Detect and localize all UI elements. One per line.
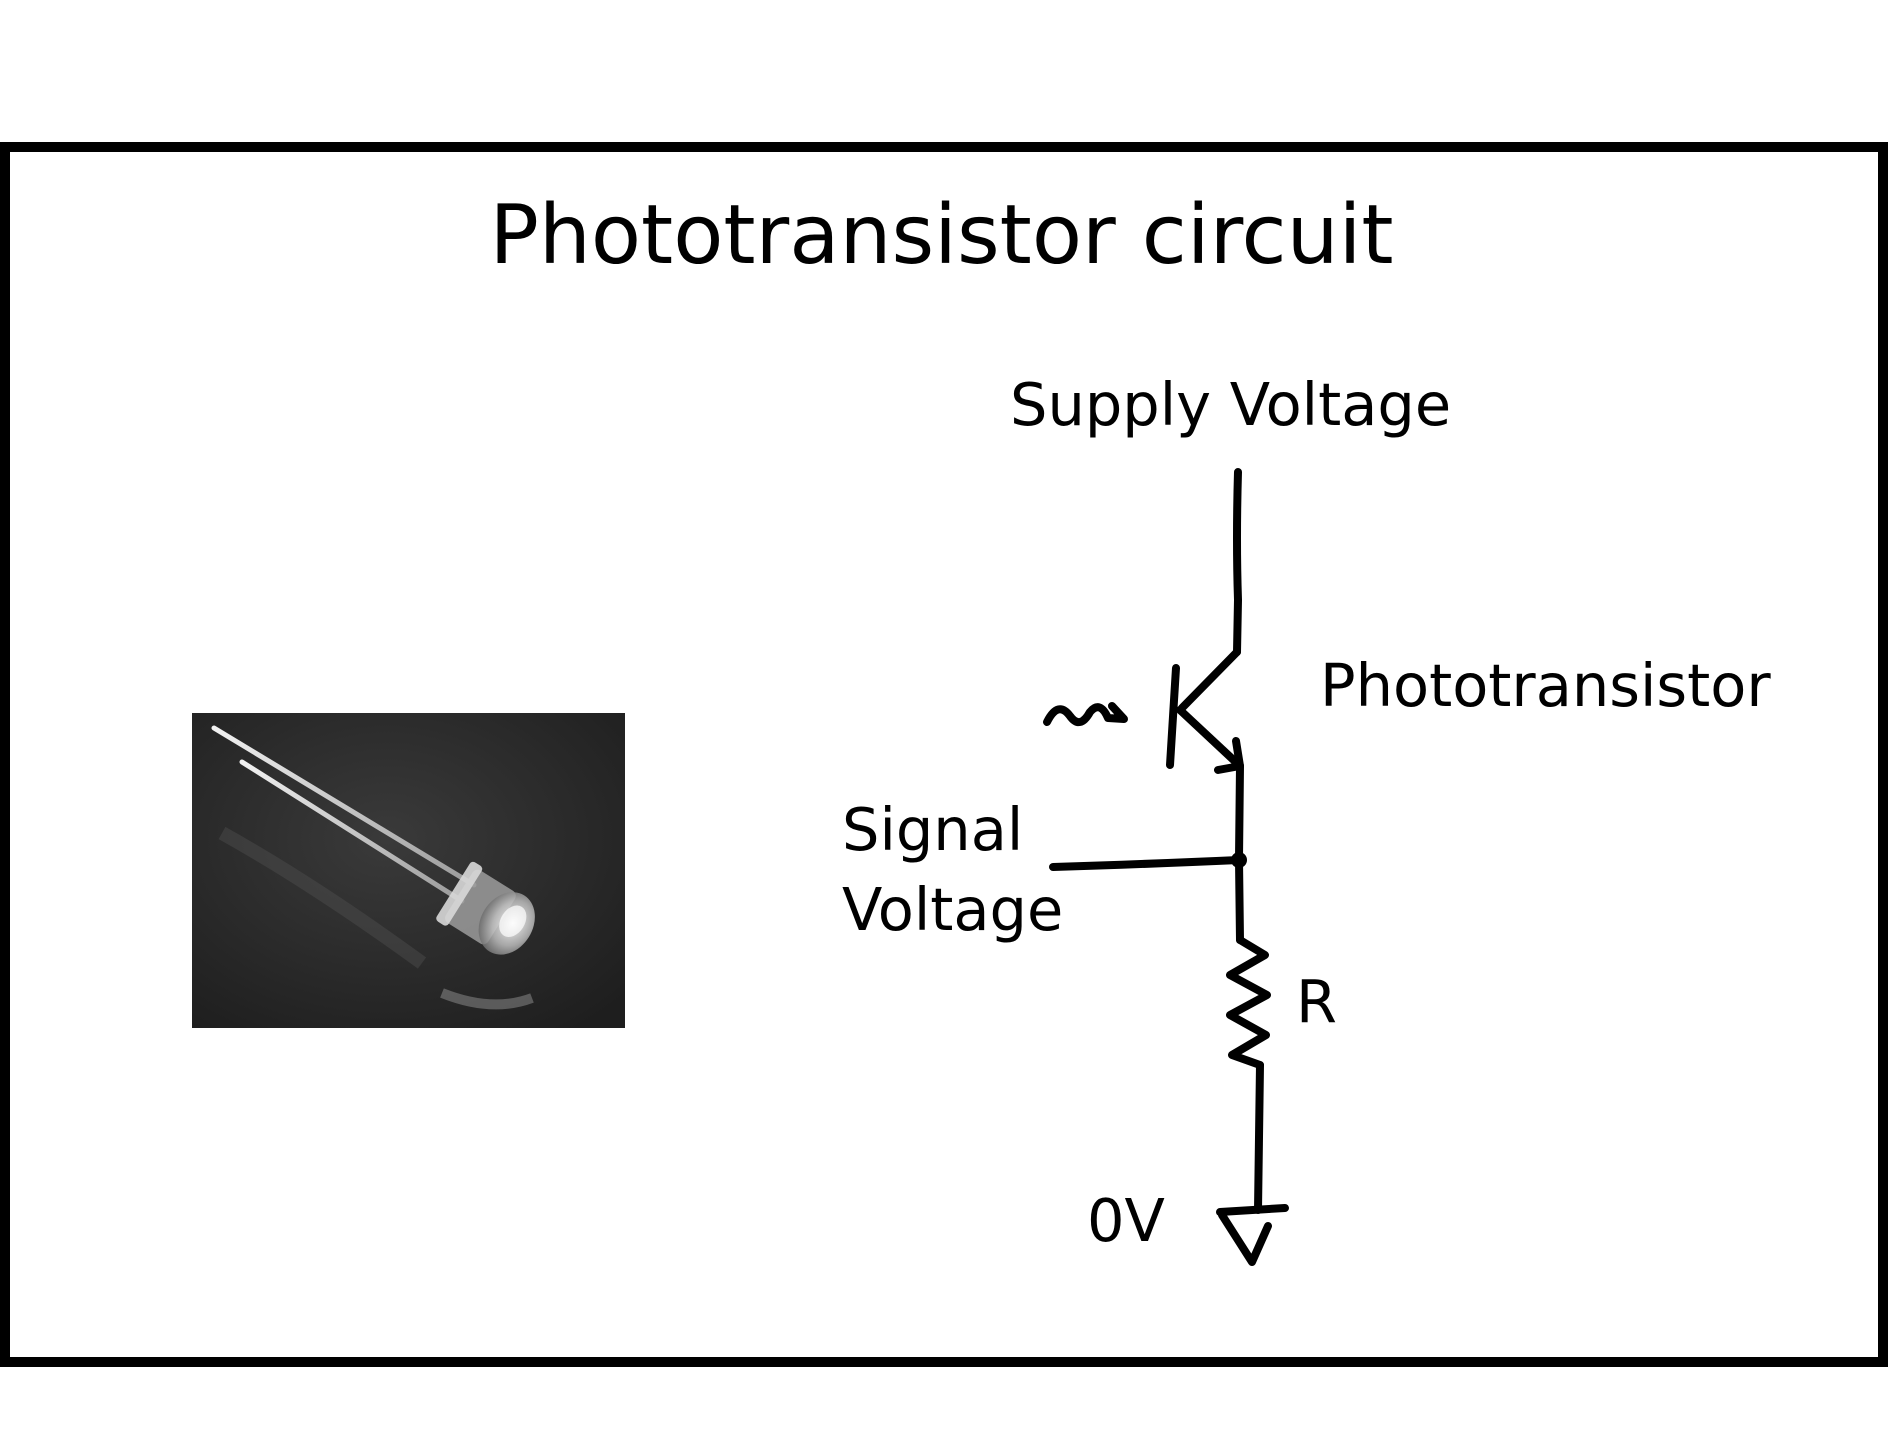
phototransistor-label: Phototransistor (1320, 651, 1771, 720)
diagram-title: Phototransistor circuit (489, 188, 1394, 283)
resistor-label: R (1296, 967, 1337, 1036)
signal-label-line1: Signal (842, 795, 1024, 864)
signal-label-line2: Voltage (842, 875, 1064, 944)
phototransistor-component-photo-icon (192, 713, 625, 1028)
supply-voltage-label: Supply Voltage (1010, 370, 1452, 439)
phototransistor-photo (192, 713, 625, 1028)
ground-label: 0V (1087, 1186, 1165, 1255)
